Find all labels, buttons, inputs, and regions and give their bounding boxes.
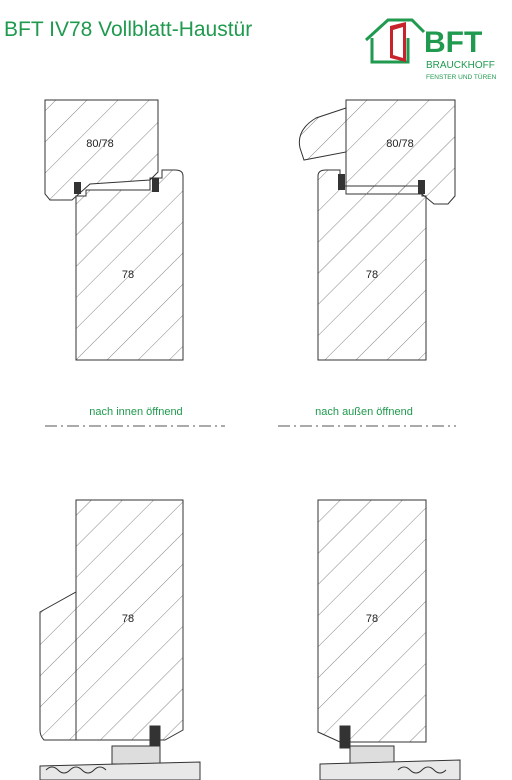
sash-top-label-outward: 78: [366, 269, 378, 281]
gasket-outward-top: [338, 174, 425, 194]
sash-profile-inward-top: [75, 169, 184, 361]
sash-bottom-label-outward: 78: [366, 613, 378, 625]
logo-tagline: FENSTER UND TÜREN: [426, 73, 497, 81]
sash-bottom-label-inward: 78: [122, 613, 134, 625]
caption-inward: nach innen öffnend: [89, 406, 182, 418]
caption-outward: nach außen öffnend: [315, 406, 413, 418]
gasket-inward-top: [74, 178, 159, 194]
house-icon: [364, 18, 426, 64]
logo-brand: BFT: [424, 26, 482, 59]
weather-bar-inward: [39, 591, 77, 741]
logo-company: BRAUCKHOFF: [426, 60, 495, 71]
sash-profile-outward-bottom: [317, 499, 427, 743]
page-title: BFT IV78 Vollblatt-Haustür: [4, 18, 253, 41]
frame-label-inward: 80/78: [86, 138, 114, 150]
threshold-outward: [319, 725, 461, 780]
bft-logo: BFT BRAUCKHOFF FENSTER UND TÜREN: [364, 18, 497, 81]
threshold-inward: [39, 725, 201, 780]
frame-profile-inward-top: [44, 99, 159, 201]
sash-profile-outward-top: [317, 169, 427, 361]
sash-top-label-inward: 78: [122, 269, 134, 281]
weather-drip-outward: [298, 107, 347, 161]
frame-label-outward: 80/78: [386, 138, 414, 150]
